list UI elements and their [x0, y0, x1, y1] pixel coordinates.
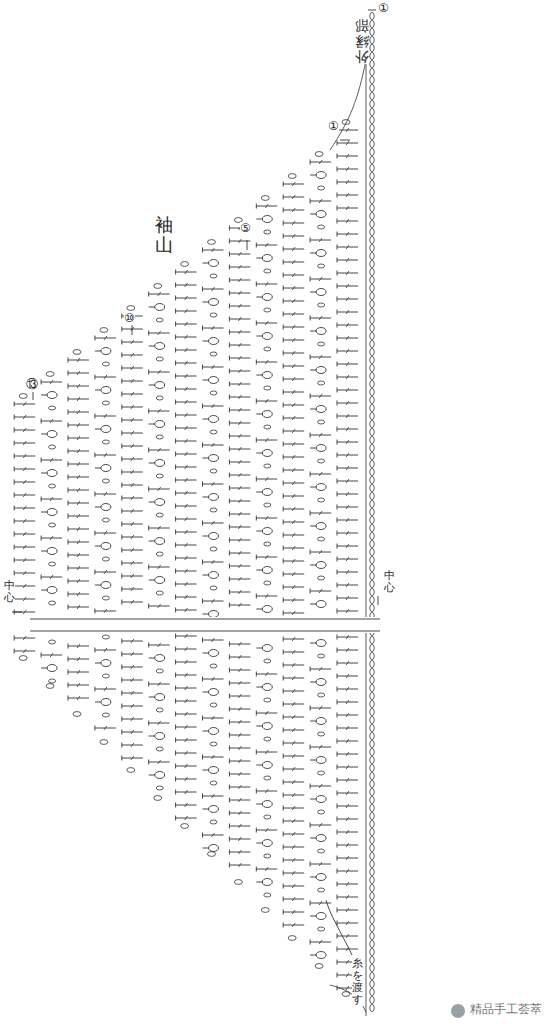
stitch-row — [95, 328, 116, 745]
row-number: ⑤ — [240, 222, 251, 235]
chart-break — [20, 617, 382, 633]
chart-label: 中心 — [4, 580, 15, 604]
row-arrows — [12, 10, 378, 612]
chart-label: 外縁部 — [355, 18, 369, 64]
stitch-row — [149, 284, 170, 801]
chart-label: 糸を渡す — [352, 958, 363, 1006]
stitch-row — [68, 350, 89, 717]
row-number: ① — [328, 120, 339, 133]
stitch-row — [203, 240, 224, 857]
stitch-row — [337, 120, 358, 997]
leader-line — [326, 900, 352, 955]
stitch-row — [283, 174, 304, 941]
chart-label: 中心 — [384, 570, 395, 594]
chart-label: 袖 山 — [155, 215, 173, 255]
watermark: 精品手工荟萃 — [470, 1003, 542, 1016]
row-number: ⑬ — [26, 378, 38, 391]
stitch-row — [41, 372, 62, 689]
row-number: ⑩ — [124, 312, 135, 325]
foundation-chain — [366, 12, 374, 1016]
cap-curve — [330, 60, 366, 150]
stitch-row — [122, 306, 143, 773]
watermark-icon — [451, 1004, 465, 1018]
stitch-row — [256, 196, 277, 913]
stitch-row — [229, 218, 250, 885]
stitch-row — [176, 262, 197, 829]
stitch-rows — [14, 120, 358, 997]
row-number: ① — [378, 2, 389, 15]
stitch-row — [310, 152, 331, 969]
